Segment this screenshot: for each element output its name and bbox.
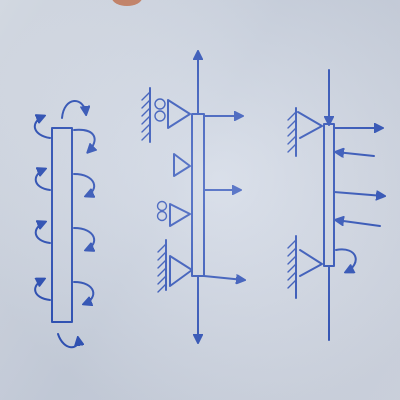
moment-arrow-left-1 [34,116,51,139]
top-wall-hatch [141,91,151,141]
fig3-top-support [297,111,323,139]
top-support-triangle [167,99,191,129]
lower-roller-1 [156,200,168,212]
moment-arrow-right-3 [73,227,94,250]
figure-2-bar [191,113,205,277]
moment-arrow-right-2 [73,173,94,196]
figure-3-wall-bar [287,69,384,341]
lower-roller-2 [156,210,168,222]
middle-support-triangle [173,153,191,177]
moment-arrow-left-3 [34,222,51,244]
fig3-bottom-support [299,249,323,277]
moment-arrow-right-1 [73,128,95,152]
load-arrow-left-1 [336,152,375,156]
finger-fragment [112,0,142,6]
load-arrow-left-2 [336,220,381,227]
moment-arrow-top [61,100,86,119]
fig3-bottom-wall-hatch [287,239,297,289]
figure-3-bar [323,123,335,267]
moment-arrow-bottom [57,333,78,349]
force-arrow-right-3 [203,276,244,280]
moment-arrow-left-2 [34,169,51,191]
fig3-top-wall-hatch [287,111,297,153]
figure-1-moment-bar [34,100,95,349]
top-roller-1 [154,98,166,110]
moment-arrow-left-4 [34,279,51,301]
figure-1-bar [51,127,73,323]
lower-support-triangle [169,203,191,227]
bottom-wall-hatch [157,243,167,293]
figure-2-supported-bar [141,52,244,342]
moment-arrow-right-4 [73,281,95,304]
top-roller-2 [154,110,166,122]
moment-arrow-fig3 [335,248,357,272]
reaction-arrow-right-2 [333,192,384,196]
bottom-support-triangle [169,255,193,287]
